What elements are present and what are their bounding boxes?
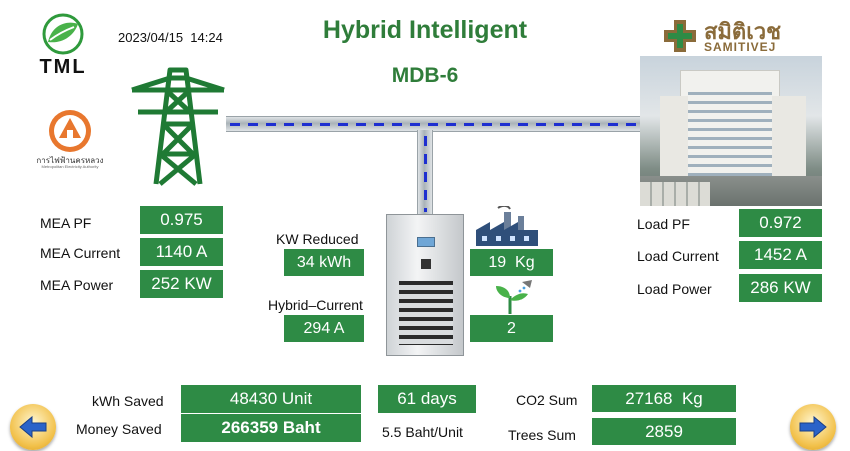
arrow-right-icon xyxy=(799,415,827,439)
next-page-button[interactable] xyxy=(790,404,836,450)
mea-current-label: MEA Current xyxy=(40,245,121,261)
trees-sum-label: Trees Sum xyxy=(508,427,576,443)
tml-logo: TML xyxy=(30,12,96,78)
mea-power-value: 252 KW xyxy=(140,270,223,298)
load-pf-label: Load PF xyxy=(637,216,690,232)
hybrid-current-label: Hybrid–Current xyxy=(268,297,363,313)
co2-sum-value: 27168 Kg xyxy=(592,385,736,412)
tml-logo-text: TML xyxy=(39,56,87,78)
samitivej-logo: สมิติเวช SAMITIVEJ xyxy=(662,16,822,56)
branch-pipe xyxy=(417,130,433,216)
load-current-value: 1452 A xyxy=(739,241,822,269)
co2-reduced-value: 19 Kg xyxy=(470,249,553,276)
power-tower-icon xyxy=(128,64,228,188)
electrical-cabinet-icon xyxy=(386,214,464,356)
factory-icon xyxy=(474,204,540,248)
kw-reduced-label: KW Reduced xyxy=(276,231,359,247)
page-title: Hybrid Intelligent xyxy=(322,16,528,44)
main-pipe xyxy=(226,116,640,132)
tml-leaf-icon xyxy=(42,13,84,55)
kwh-saved-label: kWh Saved xyxy=(92,393,164,409)
datetime: 2023/04/15 14:24 xyxy=(118,30,223,45)
mea-power-label: MEA Power xyxy=(40,277,114,293)
hybrid-current-value: 294 A xyxy=(284,315,364,342)
mea-logo: การไฟฟ้านครหลวง Metropolitan Electricity… xyxy=(30,108,110,170)
cross-icon xyxy=(664,20,696,52)
co2-sum-label: CO2 Sum xyxy=(516,392,578,408)
load-power-label: Load Power xyxy=(637,281,712,297)
page-subtitle: MDB-6 xyxy=(391,64,459,87)
trees-sum-value: 2859 xyxy=(592,418,736,445)
load-pf-value: 0.972 xyxy=(739,209,822,237)
load-power-value: 286 KW xyxy=(739,274,822,302)
mea-logo-subtext: Metropolitan Electricity Authority xyxy=(41,164,99,169)
money-saved-label: Money Saved xyxy=(76,421,162,437)
days-value: 61 days xyxy=(378,385,476,413)
prev-page-button[interactable] xyxy=(10,404,56,450)
samitivej-en-text: SAMITIVEJ xyxy=(704,40,777,54)
plant-icon xyxy=(492,278,536,316)
hospital-photo xyxy=(640,56,822,206)
mea-pf-value: 0.975 xyxy=(140,206,223,234)
mea-emblem-icon xyxy=(49,110,91,152)
mea-logo-text: การไฟฟ้านครหลวง xyxy=(36,156,104,165)
arrow-left-icon xyxy=(19,415,47,439)
load-current-label: Load Current xyxy=(637,248,719,264)
money-saved-value: 266359 Baht xyxy=(181,414,361,442)
kw-reduced-value: 34 kWh xyxy=(284,249,364,276)
rate-text: 5.5 Baht/Unit xyxy=(382,424,463,440)
trees-value: 2 xyxy=(470,315,553,342)
mea-pf-label: MEA PF xyxy=(40,215,92,231)
mea-current-value: 1140 A xyxy=(140,238,223,266)
samitivej-thai-text: สมิติเวช xyxy=(704,19,782,44)
kwh-saved-value: 48430 Unit xyxy=(181,385,361,413)
